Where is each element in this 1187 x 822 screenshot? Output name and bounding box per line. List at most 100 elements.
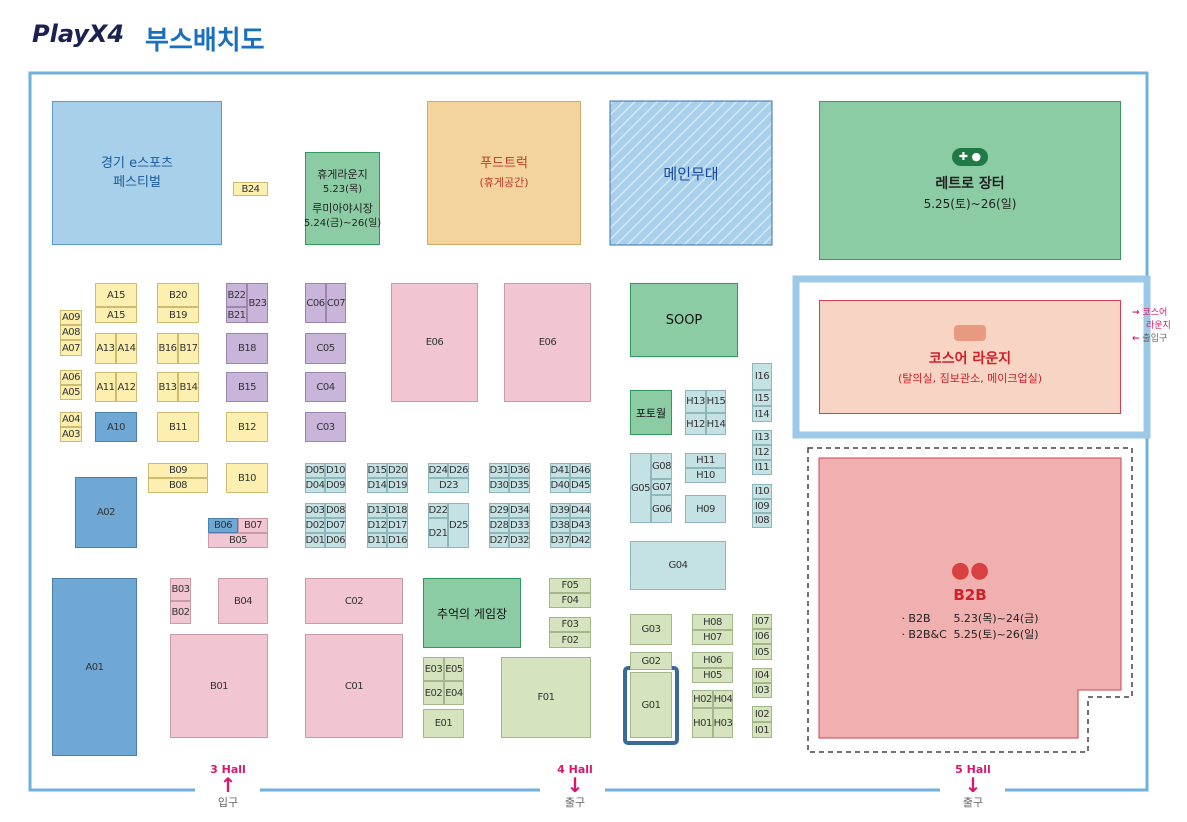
booth[interactable]: B19 (157, 307, 199, 323)
booth[interactable]: A15 (95, 283, 137, 307)
booth[interactable]: E05 (444, 657, 464, 681)
booth[interactable]: B09 (148, 463, 208, 478)
booth[interactable]: H08 (692, 614, 733, 630)
booth[interactable]: B17 (178, 333, 199, 364)
booth[interactable]: B20 (157, 283, 199, 307)
booth[interactable]: A10 (95, 412, 137, 442)
booth[interactable]: I08 (752, 513, 772, 528)
booth[interactable]: B22 (226, 283, 247, 307)
zone-food-truck[interactable]: 푸드트럭 (휴게공간) (427, 101, 581, 245)
booth[interactable]: D34 (509, 503, 530, 518)
booth[interactable]: D06 (325, 533, 346, 548)
booth[interactable]: A08 (60, 325, 82, 340)
booth[interactable]: H14 (706, 413, 726, 435)
booth[interactable]: I13 (752, 430, 772, 445)
booth[interactable]: E06 (504, 283, 591, 402)
booth[interactable]: D29 (489, 503, 509, 518)
booth[interactable]: F01 (501, 657, 591, 738)
booth[interactable]: A07 (60, 340, 82, 356)
booth[interactable]: D11 (367, 533, 387, 548)
booth[interactable]: D45 (570, 478, 591, 493)
booth[interactable]: E03 (423, 657, 444, 681)
booth[interactable]: H12 (685, 413, 706, 435)
booth[interactable]: D23 (428, 478, 469, 493)
booth[interactable]: A06 (60, 370, 82, 385)
booth[interactable]: C04 (305, 372, 346, 402)
booth[interactable]: H02 (692, 690, 713, 708)
booth[interactable]: D26 (448, 463, 469, 478)
booth[interactable]: C06 (305, 283, 326, 323)
booth[interactable]: I06 (752, 629, 772, 644)
exit-4hall[interactable]: 4 Hall ↓ 출구 (535, 763, 615, 810)
booth[interactable]: I04 (752, 668, 772, 683)
booth[interactable]: F03 (549, 617, 591, 632)
booth[interactable]: C02 (305, 578, 403, 624)
booth[interactable]: B01 (170, 634, 268, 738)
booth[interactable]: I16 (752, 363, 772, 390)
booth[interactable]: A09 (60, 310, 82, 325)
booth[interactable]: F05 (549, 578, 591, 593)
booth[interactable]: B15 (226, 372, 268, 402)
booth[interactable]: G07 (651, 479, 672, 495)
booth[interactable]: D15 (367, 463, 387, 478)
booth[interactable]: D28 (489, 518, 509, 533)
booth[interactable]: H13 (685, 390, 706, 413)
booth[interactable]: D46 (570, 463, 591, 478)
booth[interactable]: D25 (448, 503, 469, 548)
booth[interactable]: D13 (367, 503, 387, 518)
booth[interactable]: I15 (752, 390, 772, 406)
exit-3hall[interactable]: 3 Hall ↑ 입구 (188, 763, 268, 810)
booth[interactable]: H04 (713, 690, 733, 708)
booth[interactable]: D22 (428, 503, 448, 518)
zone-cosplay-lounge[interactable]: 코스어 라운지 (탈의실, 짐보관소, 메이크업실) (819, 300, 1121, 414)
booth[interactable]: D07 (325, 518, 346, 533)
booth[interactable]: D18 (387, 503, 408, 518)
booth[interactable]: G01 (630, 672, 672, 738)
zone-rest-lounge[interactable]: 휴게라운지 5.23(목) 루미아야시장 5.24(금)~26(일) (304, 152, 381, 245)
booth[interactable]: D17 (387, 518, 408, 533)
booth[interactable]: D04 (305, 478, 325, 493)
booth[interactable]: H11 (685, 453, 726, 468)
booth[interactable]: B23 (247, 283, 268, 323)
booth[interactable]: H07 (692, 630, 733, 645)
booth[interactable]: H09 (685, 495, 726, 523)
booth[interactable]: I07 (752, 614, 772, 629)
booth[interactable]: B06 (208, 518, 238, 533)
booth[interactable]: D01 (305, 533, 325, 548)
booth[interactable]: D35 (509, 478, 530, 493)
booth[interactable]: G06 (651, 495, 672, 523)
booth[interactable]: D05 (305, 463, 325, 478)
booth[interactable]: C03 (305, 412, 346, 442)
booth[interactable]: G04 (630, 541, 726, 590)
zone-retro-arcade[interactable]: 추억의 게임장 (423, 578, 521, 648)
booth[interactable]: I14 (752, 406, 772, 422)
booth[interactable]: D33 (509, 518, 530, 533)
exit-5hall[interactable]: 5 Hall ↓ 출구 (933, 763, 1013, 810)
booth[interactable]: B21 (226, 307, 247, 323)
booth[interactable]: D32 (509, 533, 530, 548)
booth[interactable]: A11 (95, 372, 116, 402)
booth[interactable]: B04 (218, 578, 268, 624)
booth[interactable]: B16 (157, 333, 178, 364)
zone-retro-market[interactable]: ✚ ● 레트로 장터 5.25(토)~26(일) (819, 101, 1121, 260)
booth[interactable]: E04 (444, 681, 464, 705)
booth[interactable]: B12 (226, 412, 268, 442)
booth[interactable]: D40 (550, 478, 570, 493)
zone-soop[interactable]: SOOP (630, 283, 738, 357)
booth[interactable]: D10 (325, 463, 346, 478)
booth[interactable]: A01 (52, 578, 137, 756)
booth[interactable]: D19 (387, 478, 408, 493)
booth[interactable]: A02 (75, 477, 137, 548)
booth[interactable]: B11 (157, 412, 199, 442)
booth[interactable]: H01 (692, 708, 713, 738)
booth[interactable]: D38 (550, 518, 570, 533)
cosplay-side-entrance[interactable]: → 코스어 라운지 ← 출입구 (1132, 307, 1171, 346)
booth[interactable]: G03 (630, 614, 672, 645)
booth[interactable]: D37 (550, 533, 570, 548)
booth[interactable]: I10 (752, 484, 772, 499)
booth[interactable]: D43 (570, 518, 591, 533)
booth[interactable]: D41 (550, 463, 570, 478)
booth[interactable]: H03 (713, 708, 733, 738)
booth[interactable]: F02 (549, 632, 591, 648)
